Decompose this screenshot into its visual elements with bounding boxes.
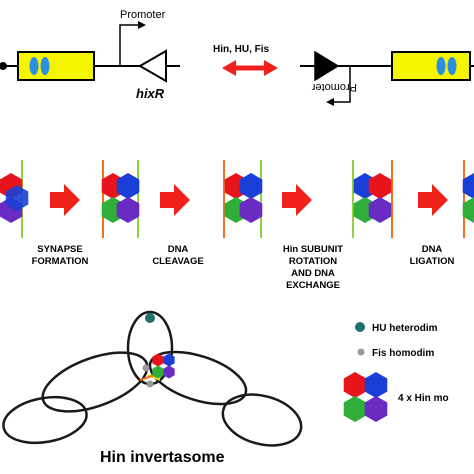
hexagon-icon xyxy=(343,396,367,422)
hexagon-icon xyxy=(239,197,263,223)
hexagon-icon xyxy=(239,173,263,199)
gene-box xyxy=(391,51,471,81)
hix-site-oval xyxy=(447,57,457,75)
promoter-label-left: Promoter xyxy=(120,9,166,21)
invertasome xyxy=(2,310,303,447)
double-arrow-icon xyxy=(222,60,236,76)
hu-legend-dot xyxy=(355,322,365,332)
legend-fis-label: Fis homodim xyxy=(372,348,434,359)
invertasome-core xyxy=(139,313,175,388)
reaction-arrow: Hin, HU, Fis xyxy=(213,44,278,76)
legend: HU heterodim Fis homodim 4 x Hin mo xyxy=(343,322,449,422)
promoter-arrowhead-icon xyxy=(326,98,334,106)
hix-site-oval xyxy=(436,57,446,75)
hexagon-icon xyxy=(163,353,175,367)
stage-synapse xyxy=(101,160,140,238)
gene-right: Promoter xyxy=(300,50,474,106)
legend-hu-label: HU heterodim xyxy=(372,323,438,334)
hixR-label: hixR xyxy=(136,86,165,101)
step-label-3d: EXCHANGE xyxy=(286,280,340,291)
triangle-site-icon xyxy=(314,50,340,82)
promoter-label-right: Promoter xyxy=(311,81,357,93)
step-label-2a: DNA xyxy=(168,244,189,255)
step-label-2b: CLEAVAGE xyxy=(152,256,203,267)
fis-dimer-dot xyxy=(146,380,154,388)
step-label-3a: Hin SUBUNIT xyxy=(283,244,343,255)
fis-dimer-dot xyxy=(142,364,150,372)
step-label-4b: LIGATION xyxy=(410,256,455,267)
factors-label: Hin, HU, Fis xyxy=(213,44,270,55)
fis-legend-dot xyxy=(357,348,365,356)
dna-loop xyxy=(221,393,303,447)
triangle-site-icon xyxy=(137,49,167,83)
step-arrow-2 xyxy=(160,184,190,216)
promoter-arrow-icon xyxy=(119,24,138,66)
hix-site-oval xyxy=(29,57,39,75)
hix-site-oval xyxy=(40,57,50,75)
stage-initial xyxy=(0,160,29,238)
hexagon-icon xyxy=(364,372,388,398)
hu-dimer-dot xyxy=(145,313,155,323)
step-label-1b: FORMATION xyxy=(32,256,89,267)
stage-exchange xyxy=(352,160,393,238)
dna-loop xyxy=(2,395,88,445)
hexagon-icon xyxy=(368,173,392,199)
step-arrow-1 xyxy=(50,184,80,216)
dna-loop xyxy=(148,350,248,406)
step-label-4a: DNA xyxy=(422,244,443,255)
hexagon-icon xyxy=(116,173,140,199)
step-arrow-3 xyxy=(282,184,312,216)
stage-cleavage xyxy=(223,160,263,238)
gene-left: Promoter hixR xyxy=(0,9,180,101)
step-arrow-4 xyxy=(418,184,448,216)
hexagon-icon xyxy=(163,365,175,379)
dna-loop xyxy=(41,351,149,413)
step-label-3b: ROTATION xyxy=(289,256,337,267)
hexagon-icon xyxy=(116,197,140,223)
hexagon-icon xyxy=(152,353,164,367)
step-label-3c: AND DNA xyxy=(291,268,335,279)
hexagon-icon xyxy=(364,396,388,422)
gene-box xyxy=(17,51,95,81)
legend-hin-label: 4 x Hin mo xyxy=(398,393,449,404)
double-arrow-icon xyxy=(264,60,278,76)
promoter-arrow-icon xyxy=(334,66,351,103)
step-label-1a: SYNAPSE xyxy=(37,244,82,255)
dna-end-dot xyxy=(0,62,7,70)
hexagon-icon xyxy=(343,372,367,398)
hexagon-icon xyxy=(368,197,392,223)
promoter-arrowhead-icon xyxy=(138,21,146,29)
invertasome-title: Hin invertasome xyxy=(100,449,225,466)
stage-ligated xyxy=(462,160,474,238)
pathway: SYNAPSE FORMATION DNA CLEAVAGE Hin SUBUN… xyxy=(0,160,474,291)
